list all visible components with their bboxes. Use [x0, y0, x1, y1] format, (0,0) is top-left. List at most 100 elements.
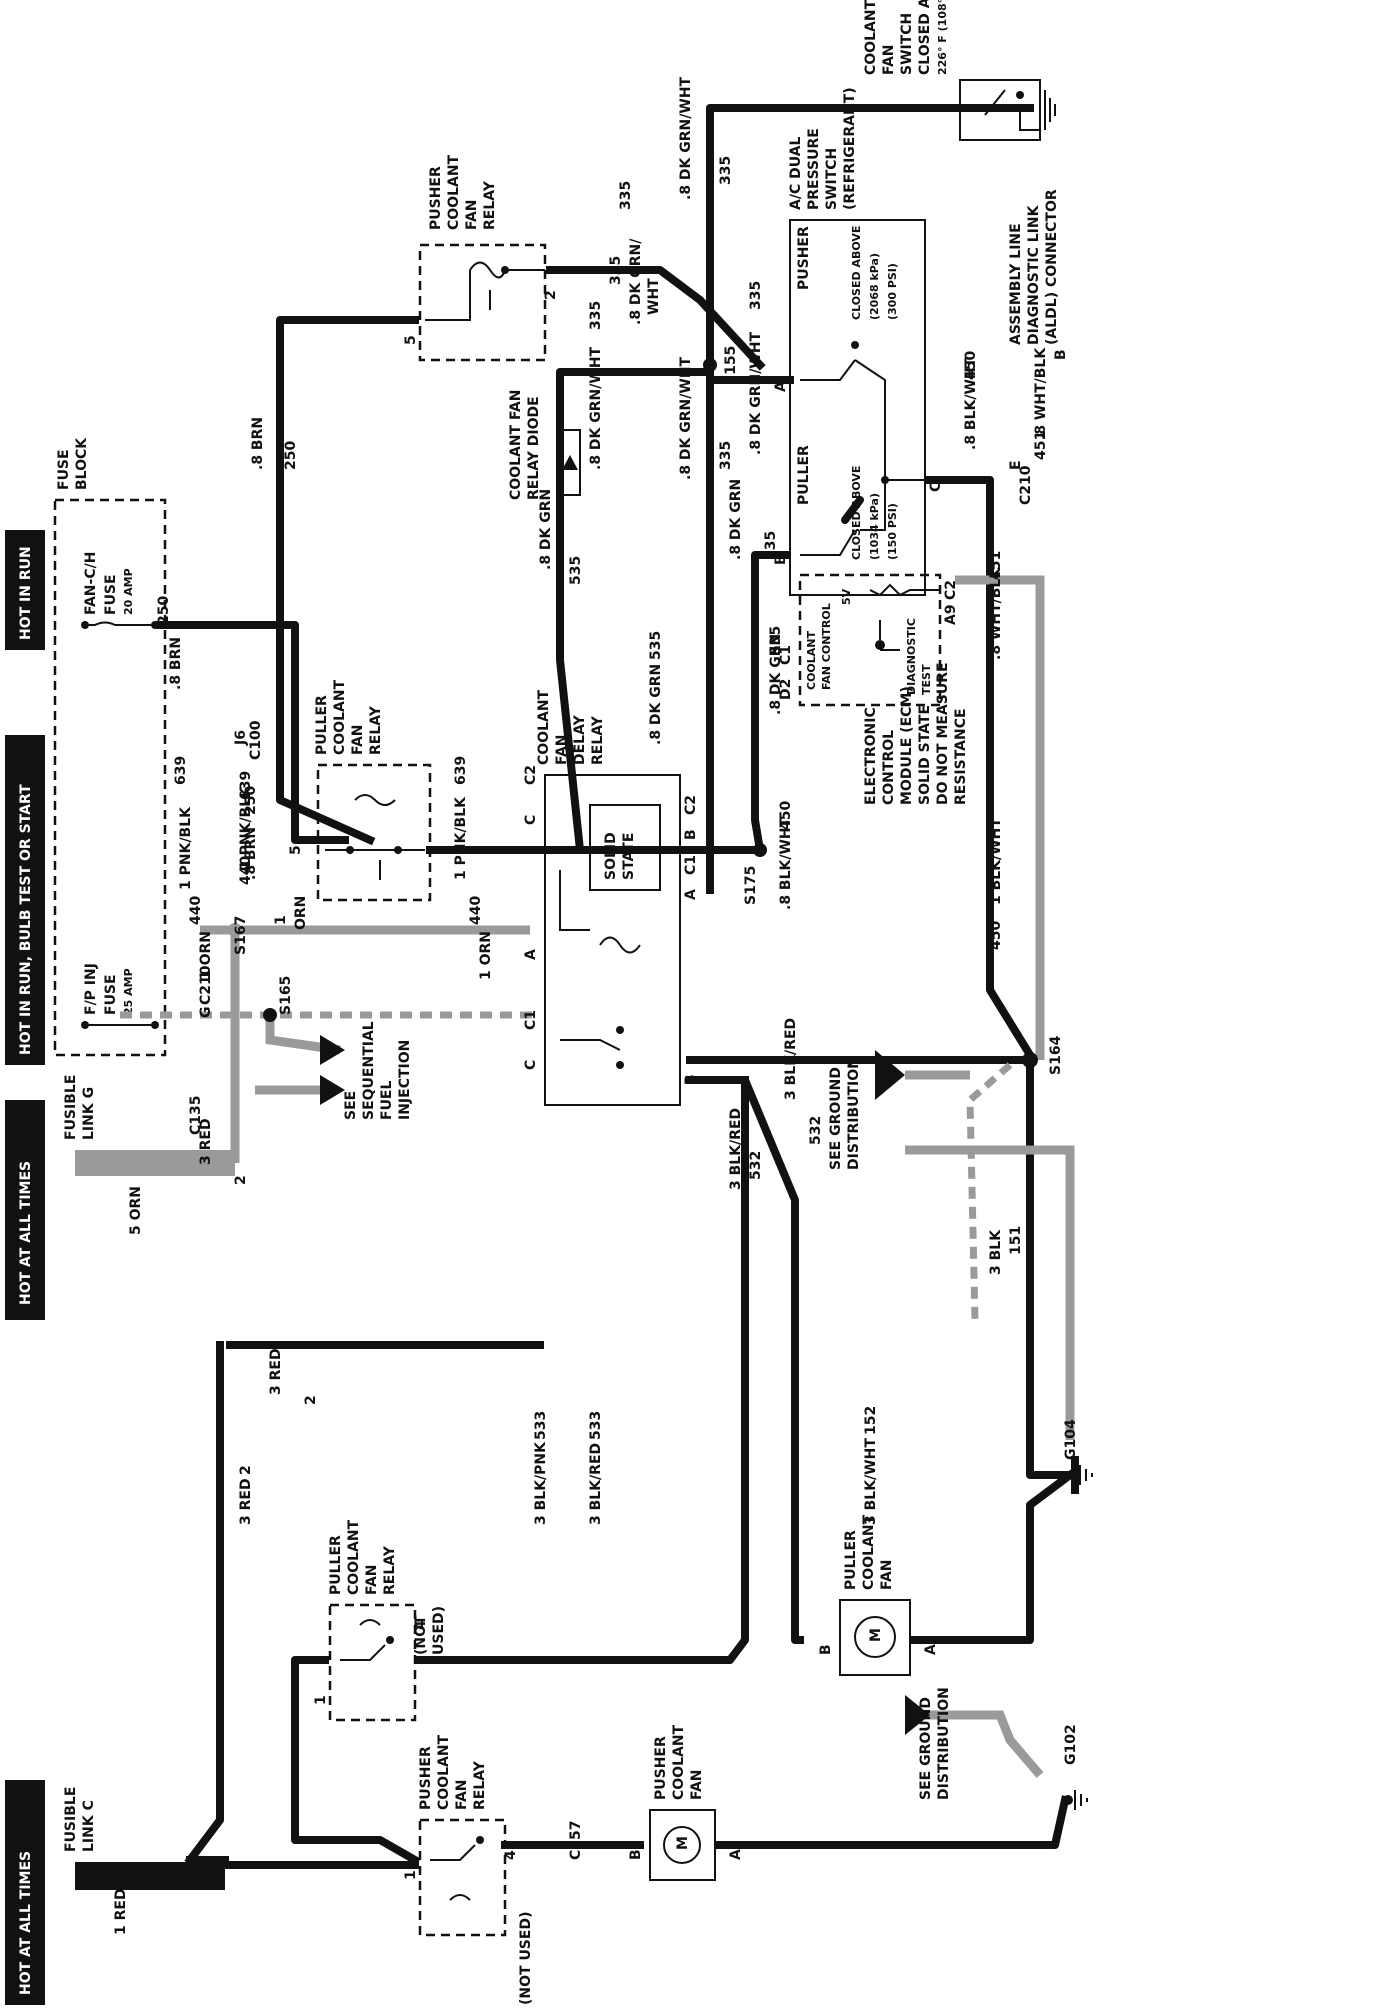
splice-s155 — [703, 358, 717, 372]
svg-text:SEE: SEE — [343, 1091, 359, 1120]
svg-text:.8 DK GRN: .8 DK GRN — [648, 664, 664, 745]
svg-text:535: 535 — [768, 626, 784, 655]
svg-text:SWITCH: SWITCH — [899, 13, 915, 75]
svg-text:CLOSED ABOVE: CLOSED ABOVE — [917, 0, 933, 75]
svg-text:COOLANT: COOLANT — [536, 689, 552, 765]
svg-text:C157: C157 — [568, 1821, 584, 1861]
fp-inj-fuse: F/P INJ FUSE 25 AMP — [81, 963, 159, 1029]
svg-text:LINK C: LINK C — [81, 1800, 97, 1852]
svg-text:COOLANT: COOLANT — [446, 154, 462, 230]
svg-text:FUSE: FUSE — [103, 574, 119, 615]
puller-coolant-fan: M PULLER COOLANT FAN B A — [818, 1514, 939, 1676]
svg-text:5 ORN: 5 ORN — [128, 1186, 144, 1235]
svg-text:.8 DK GRN: .8 DK GRN — [538, 489, 554, 570]
svg-text:4: 4 — [503, 1850, 519, 1860]
svg-text:PULLER: PULLER — [796, 445, 812, 505]
fan-ch-fuse: FAN-C/H FUSE 20 AMP — [81, 552, 159, 629]
svg-text:335: 335 — [618, 181, 634, 210]
thick-wires — [156, 104, 1079, 1869]
svg-text:B: B — [818, 1644, 834, 1655]
svg-text:.8 DK GRN: .8 DK GRN — [768, 634, 784, 715]
svg-text:250: 250 — [243, 786, 259, 815]
svg-text:A: A — [683, 889, 699, 900]
svg-text:A: A — [523, 949, 539, 960]
svg-text:FAN: FAN — [879, 1559, 895, 1590]
svg-text:5: 5 — [288, 845, 304, 855]
svg-text:HOT IN RUN, BULB TEST OR START: HOT IN RUN, BULB TEST OR START — [18, 784, 34, 1055]
svg-text:COOLANT: COOLANT — [436, 1734, 452, 1810]
svg-text:C135: C135 — [188, 1096, 204, 1136]
svg-text:S155: S155 — [723, 346, 739, 385]
svg-text:C: C — [523, 815, 539, 825]
svg-text:S165: S165 — [278, 976, 294, 1015]
puller-coolant-fan-relay-low: PULLER COOLANT FAN RELAY 1 4 (NOT USED) — [313, 1519, 447, 1722]
svg-text:5: 5 — [403, 335, 419, 345]
svg-text:.8 DK GRN/WHT: .8 DK GRN/WHT — [588, 346, 604, 470]
svg-text:PUSHER: PUSHER — [796, 226, 812, 290]
svg-text:(1034 kPa): (1034 kPa) — [868, 493, 881, 560]
svg-text:2: 2 — [303, 1395, 319, 1405]
svg-text:FAN: FAN — [881, 44, 897, 75]
svg-text:.8 DK GRN/WHT: .8 DK GRN/WHT — [678, 356, 694, 480]
svg-text:C1: C1 — [523, 1010, 539, 1030]
svg-text:.8 BRN: .8 BRN — [243, 827, 259, 880]
solid-state-module — [589, 804, 661, 891]
svg-text:20 AMP: 20 AMP — [122, 568, 135, 615]
splice-s175 — [753, 843, 767, 857]
svg-text:C210: C210 — [198, 965, 214, 1005]
svg-text:G: G — [198, 1007, 214, 1019]
svg-text:FAN-C/H: FAN-C/H — [83, 552, 99, 615]
svg-text:S164: S164 — [1048, 1035, 1064, 1075]
svg-text:C: C — [928, 482, 944, 492]
svg-text:.8 DK GRN: .8 DK GRN — [728, 479, 744, 560]
svg-text:HOT IN RUN: HOT IN RUN — [18, 546, 34, 640]
svg-text:RELAY: RELAY — [482, 180, 498, 230]
header-hot-in-run: HOT IN RUN — [5, 530, 45, 650]
svg-text:(NOT: (NOT — [413, 1615, 429, 1655]
svg-text:ELECTRONIC: ELECTRONIC — [863, 707, 879, 805]
svg-text:DELAY: DELAY — [572, 714, 588, 765]
svg-text:PUSHER: PUSHER — [653, 1736, 669, 1800]
svg-text:PULLER: PULLER — [843, 1530, 859, 1590]
see-sequential-fuel-injection: SEE SEQUENTIAL FUEL INJECTION — [320, 1021, 413, 1120]
svg-text:532: 532 — [808, 1116, 824, 1145]
svg-text:226° F (108° C): 226° F (108° C) — [936, 0, 949, 75]
svg-text:152: 152 — [863, 1406, 879, 1435]
svg-text:MODULE (ECM): MODULE (ECM) — [899, 686, 915, 805]
see-ground-distribution-2: SEE GROUND DISTRIBUTION — [905, 1687, 952, 1800]
svg-text:C210: C210 — [1018, 465, 1034, 505]
svg-text:440: 440 — [468, 896, 484, 925]
svg-text:PUSHER: PUSHER — [428, 166, 444, 230]
svg-text:COOLANT: COOLANT — [863, 0, 879, 75]
svg-text:B: B — [773, 554, 789, 565]
svg-text:J6: J6 — [233, 730, 249, 746]
svg-text:250: 250 — [156, 596, 172, 625]
fuse-block: FUSE BLOCK FAN-C/H FUSE 20 AMP F/P INJ F… — [53, 437, 167, 1057]
svg-text:C2: C2 — [523, 765, 539, 785]
pusher-coolant-fan-relay-top: PUSHER COOLANT FAN RELAY 2 5 — [403, 154, 559, 362]
svg-text:ASSEMBLY LINE: ASSEMBLY LINE — [1008, 223, 1024, 345]
svg-text:450: 450 — [778, 801, 794, 830]
svg-text:RELAY DIODE: RELAY DIODE — [526, 396, 542, 500]
splices: S155 S175 S165 S167 S164 — [228, 346, 1064, 1075]
header-hot-run-bulb: HOT IN RUN, BULB TEST OR START — [5, 735, 45, 1065]
svg-text:G104: G104 — [1063, 1419, 1079, 1460]
svg-text:335: 335 — [718, 441, 734, 470]
svg-text:FUEL: FUEL — [379, 1081, 395, 1120]
svg-text:RESISTANCE: RESISTANCE — [953, 708, 969, 805]
svg-text:DISTRIBUTION: DISTRIBUTION — [936, 1687, 952, 1800]
svg-text:.8 DK GRN/WHT: .8 DK GRN/WHT — [678, 76, 694, 200]
svg-text:SEQUENTIAL: SEQUENTIAL — [361, 1021, 377, 1120]
svg-text:1: 1 — [313, 1695, 329, 1705]
svg-text:COOLANT: COOLANT — [805, 630, 818, 690]
puller-coolant-fan-relay-mid: PULLER COOLANT FAN RELAY 5 2 — [288, 679, 449, 902]
svg-text:3 BLK: 3 BLK — [988, 1229, 1004, 1275]
svg-text:A: A — [728, 1849, 744, 1860]
svg-text:RELAY: RELAY — [368, 705, 384, 755]
svg-text:SOLID STATE: SOLID STATE — [917, 705, 933, 805]
svg-text:CLOSED ABOVE: CLOSED ABOVE — [850, 466, 863, 560]
svg-text:C1: C1 — [683, 855, 699, 875]
svg-text:4: 4 — [413, 1620, 429, 1630]
svg-text:LINK G: LINK G — [81, 1087, 97, 1140]
svg-text:C2: C2 — [943, 580, 959, 600]
